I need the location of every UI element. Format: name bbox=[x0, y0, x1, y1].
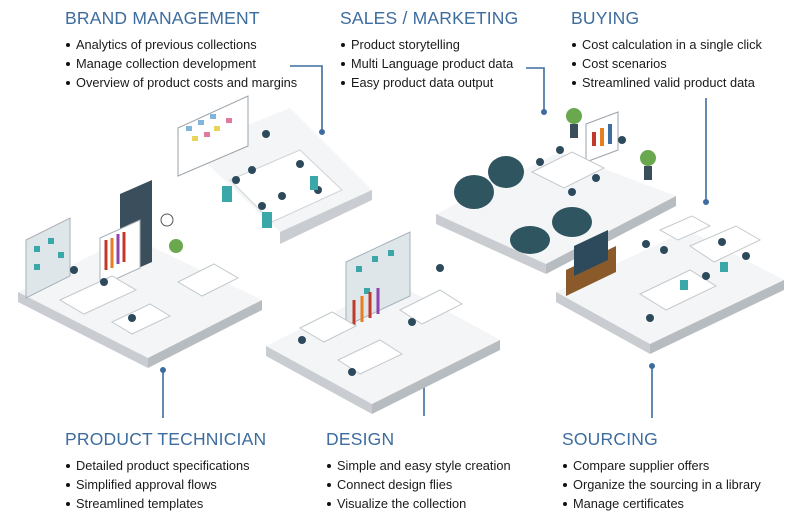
section-product-technician: PRODUCT TECHNICIAN Detailed product spec… bbox=[65, 429, 266, 513]
list-item: Visualize the collection bbox=[326, 494, 511, 513]
section-sourcing: SOURCING Compare supplier offers Organiz… bbox=[562, 429, 761, 513]
feature-list: Detailed product specifications Simplifi… bbox=[65, 456, 266, 513]
section-title: SOURCING bbox=[562, 429, 658, 449]
list-item: Cost calculation in a single click bbox=[571, 35, 762, 54]
list-item: Manage collection development bbox=[65, 54, 297, 73]
list-item: Analytics of previous collections bbox=[65, 35, 297, 54]
feature-list: Analytics of previous collections Manage… bbox=[65, 35, 297, 92]
feature-list: Simple and easy style creation Connect d… bbox=[326, 456, 511, 513]
section-title: DESIGN bbox=[326, 429, 395, 449]
connector-lines bbox=[160, 65, 709, 418]
section-sales-marketing: SALES / MARKETING Product storytelling M… bbox=[340, 8, 518, 92]
feature-list: Product storytelling Multi Language prod… bbox=[340, 35, 518, 92]
list-item: Simple and easy style creation bbox=[326, 456, 511, 475]
platform-design bbox=[266, 231, 500, 414]
list-item: Simplified approval flows bbox=[65, 475, 266, 494]
platform-buying-sourcing bbox=[556, 215, 784, 354]
connector-brand bbox=[290, 65, 323, 130]
list-item: Multi Language product data bbox=[340, 54, 518, 73]
section-buying: BUYING Cost calculation in a single clic… bbox=[571, 8, 762, 92]
list-item: Overview of product costs and margins bbox=[65, 73, 297, 92]
section-title: SALES / MARKETING bbox=[340, 8, 519, 28]
list-item: Streamlined valid product data bbox=[571, 73, 762, 92]
list-item: Cost scenarios bbox=[571, 54, 762, 73]
list-item: Compare supplier offers bbox=[562, 456, 761, 475]
list-item: Manage certificates bbox=[562, 494, 761, 513]
list-item: Streamlined templates bbox=[65, 494, 266, 513]
section-title: PRODUCT TECHNICIAN bbox=[65, 429, 267, 449]
feature-list: Compare supplier offers Organize the sou… bbox=[562, 456, 761, 513]
section-title: BRAND MANAGEMENT bbox=[65, 8, 260, 28]
feature-list: Cost calculation in a single click Cost … bbox=[571, 35, 762, 92]
list-item: Connect design flies bbox=[326, 475, 511, 494]
platform-brand-management bbox=[177, 95, 372, 244]
list-item: Organize the sourcing in a library bbox=[562, 475, 761, 494]
platform-sales-marketing bbox=[436, 108, 676, 274]
list-item: Product storytelling bbox=[340, 35, 518, 54]
section-brand-management: BRAND MANAGEMENT Analytics of previous c… bbox=[65, 8, 297, 92]
list-item: Easy product data output bbox=[340, 73, 518, 92]
list-item: Detailed product specifications bbox=[65, 456, 266, 475]
section-design: DESIGN Simple and easy style creation Co… bbox=[326, 429, 511, 513]
section-title: BUYING bbox=[571, 8, 640, 28]
connector-sales bbox=[526, 67, 545, 110]
platform-product-technician bbox=[18, 180, 262, 368]
